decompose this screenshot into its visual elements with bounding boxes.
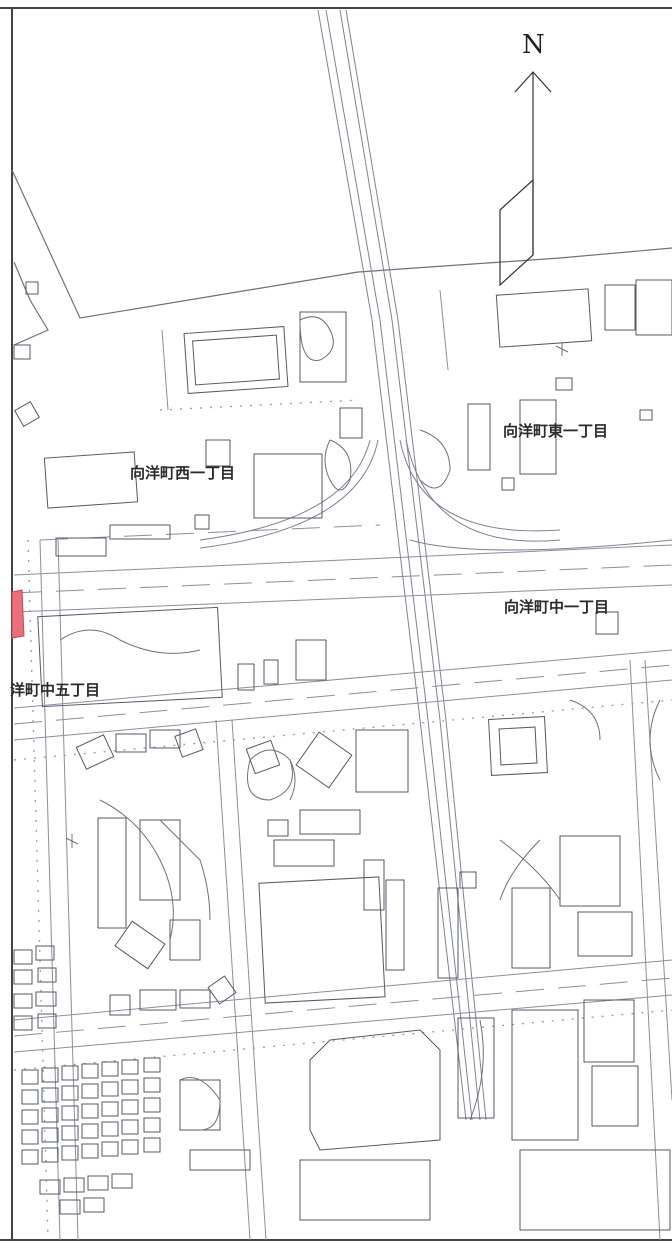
survey-marks <box>65 342 569 848</box>
landscape-paths <box>59 316 661 1131</box>
north-label: N <box>522 30 545 60</box>
street-dots <box>13 399 672 1241</box>
map-border <box>0 7 672 1241</box>
north-arrow-icon <box>499 71 552 287</box>
highlight-plot[interactable] <box>11 589 25 639</box>
street-lines <box>39 289 672 1241</box>
coastline <box>11 169 672 346</box>
district-label-east1: 向洋町東一丁目 <box>503 422 609 440</box>
expressway <box>199 9 672 1121</box>
district-label-center1: 向洋町中一丁目 <box>504 598 610 616</box>
buildings <box>13 279 672 1231</box>
avenue-lines <box>13 544 672 1053</box>
district-label-west1: 向洋町西一丁目 <box>130 464 236 482</box>
district-label-center5: 洋町中五丁目 <box>10 681 101 699</box>
